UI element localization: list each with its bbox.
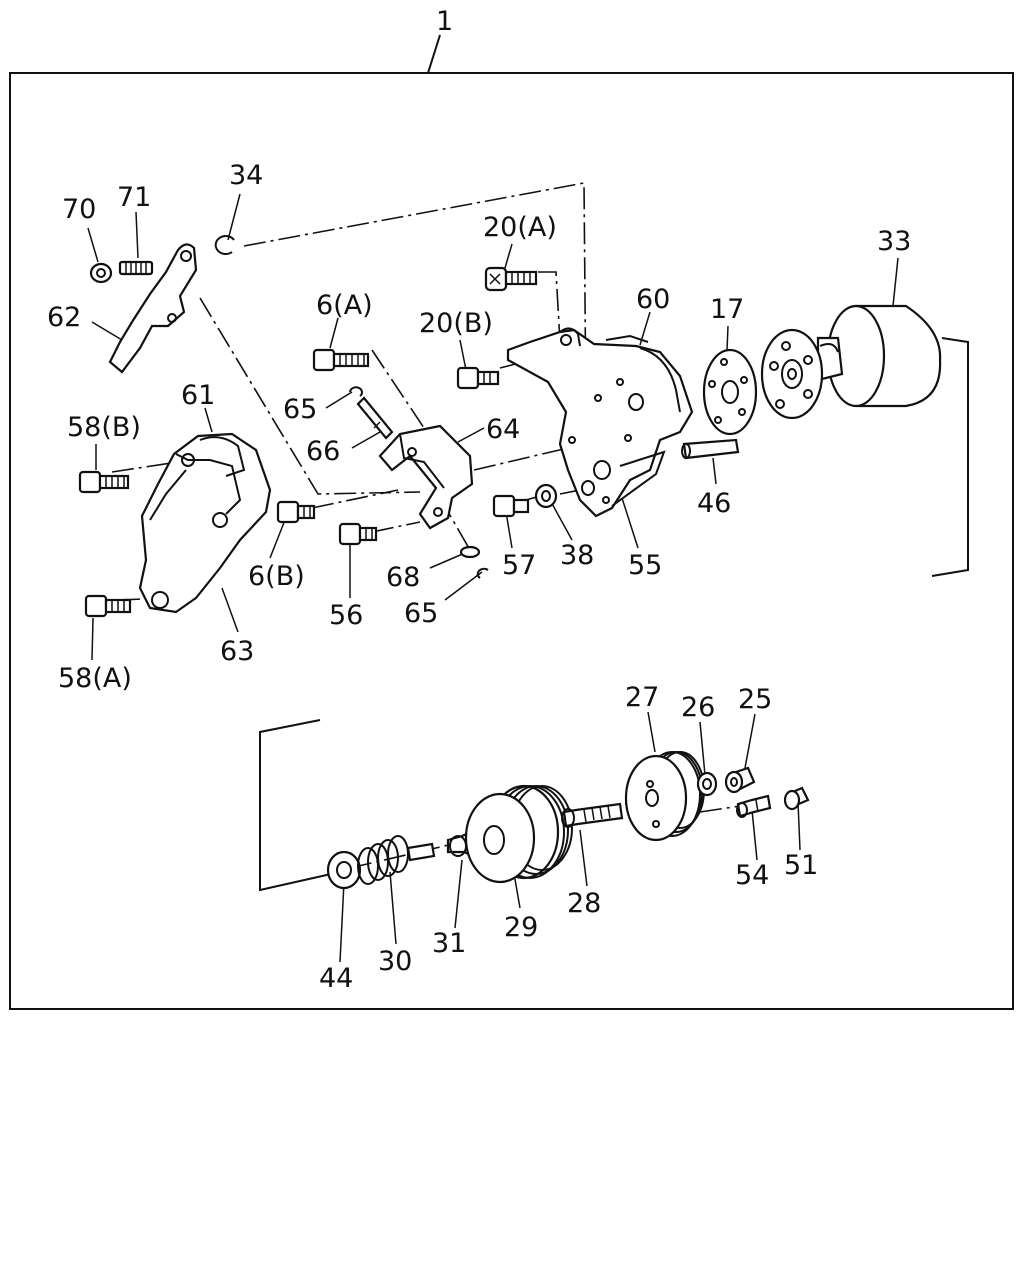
callout-33: 33 bbox=[877, 226, 911, 257]
clutch-33 bbox=[760, 304, 942, 420]
washer-38 bbox=[534, 483, 558, 509]
sleeve-25 bbox=[724, 766, 756, 794]
pulley-27 bbox=[624, 751, 705, 842]
bracket-64 bbox=[378, 424, 474, 530]
callout-20a: 20(A) bbox=[483, 212, 557, 243]
clip-34 bbox=[214, 235, 235, 255]
nut-26 bbox=[696, 771, 718, 797]
bolt-20a bbox=[484, 266, 538, 292]
spring-30 bbox=[357, 835, 436, 885]
callout-61: 61 bbox=[181, 380, 215, 411]
callout-29: 29 bbox=[504, 912, 538, 943]
bolt-20b bbox=[456, 366, 500, 390]
callout-63: 63 bbox=[220, 636, 254, 667]
callout-68: 68 bbox=[386, 562, 420, 593]
callout-26: 26 bbox=[681, 692, 715, 723]
callout-6b: 6(B) bbox=[248, 561, 305, 592]
callout-34: 34 bbox=[229, 160, 263, 191]
nut-70 bbox=[89, 262, 113, 284]
callout-6a: 6(A) bbox=[316, 290, 373, 321]
callout-27: 27 bbox=[625, 682, 659, 713]
bolt-71 bbox=[118, 260, 154, 276]
callout-46: 46 bbox=[697, 488, 731, 519]
callout-20b: 20(B) bbox=[419, 308, 493, 339]
callout-17: 17 bbox=[710, 294, 744, 325]
pulley-29 bbox=[464, 784, 573, 884]
callout-1: 1 bbox=[436, 6, 453, 37]
ring-65-upper bbox=[349, 386, 363, 397]
bolt-6a bbox=[312, 348, 370, 372]
washer-44 bbox=[326, 850, 362, 890]
callout-70: 70 bbox=[62, 194, 96, 225]
ring-65-lower bbox=[476, 567, 489, 579]
callout-56: 56 bbox=[329, 600, 363, 631]
callout-65-upper: 65 bbox=[283, 394, 317, 425]
callout-66: 66 bbox=[306, 436, 340, 467]
callout-25: 25 bbox=[738, 684, 772, 715]
cap-51 bbox=[783, 786, 810, 811]
cover-61-63 bbox=[138, 432, 272, 614]
bolt-6b bbox=[276, 500, 316, 524]
callout-58b: 58(B) bbox=[67, 412, 141, 443]
callout-31: 31 bbox=[432, 928, 466, 959]
bracket-62 bbox=[108, 243, 198, 374]
callout-55: 55 bbox=[628, 550, 662, 581]
bracket-60-55 bbox=[506, 327, 694, 518]
bolt-57 bbox=[492, 494, 530, 518]
callout-60: 60 bbox=[636, 284, 670, 315]
callout-71: 71 bbox=[117, 182, 151, 213]
callout-30: 30 bbox=[378, 946, 412, 977]
callout-28: 28 bbox=[567, 888, 601, 919]
bolt-58b bbox=[78, 470, 130, 494]
fitting-54 bbox=[736, 794, 772, 818]
bolt-58a bbox=[84, 594, 132, 618]
washer-68 bbox=[459, 545, 481, 559]
callout-54: 54 bbox=[735, 860, 769, 891]
callout-51: 51 bbox=[784, 850, 818, 881]
callout-64: 64 bbox=[486, 414, 520, 445]
pin-66 bbox=[356, 396, 394, 440]
callout-44: 44 bbox=[319, 963, 353, 994]
leader-lines bbox=[87, 193, 899, 963]
callout-38: 38 bbox=[560, 540, 594, 571]
threaded-rod-28 bbox=[561, 802, 624, 828]
pin-46 bbox=[681, 438, 740, 460]
bolt-56 bbox=[338, 522, 378, 546]
callout-57: 57 bbox=[502, 550, 536, 581]
callout-58a: 58(A) bbox=[58, 663, 132, 694]
callout-labels: 1 70 71 34 62 61 58(B) 58(A) 63 6(A) 65 … bbox=[47, 6, 911, 994]
assembly-frame bbox=[9, 72, 1014, 1010]
callout-65-lower: 65 bbox=[404, 598, 438, 629]
callout-62: 62 bbox=[47, 302, 81, 333]
leader-1 bbox=[427, 34, 441, 74]
plate-17 bbox=[702, 348, 758, 436]
